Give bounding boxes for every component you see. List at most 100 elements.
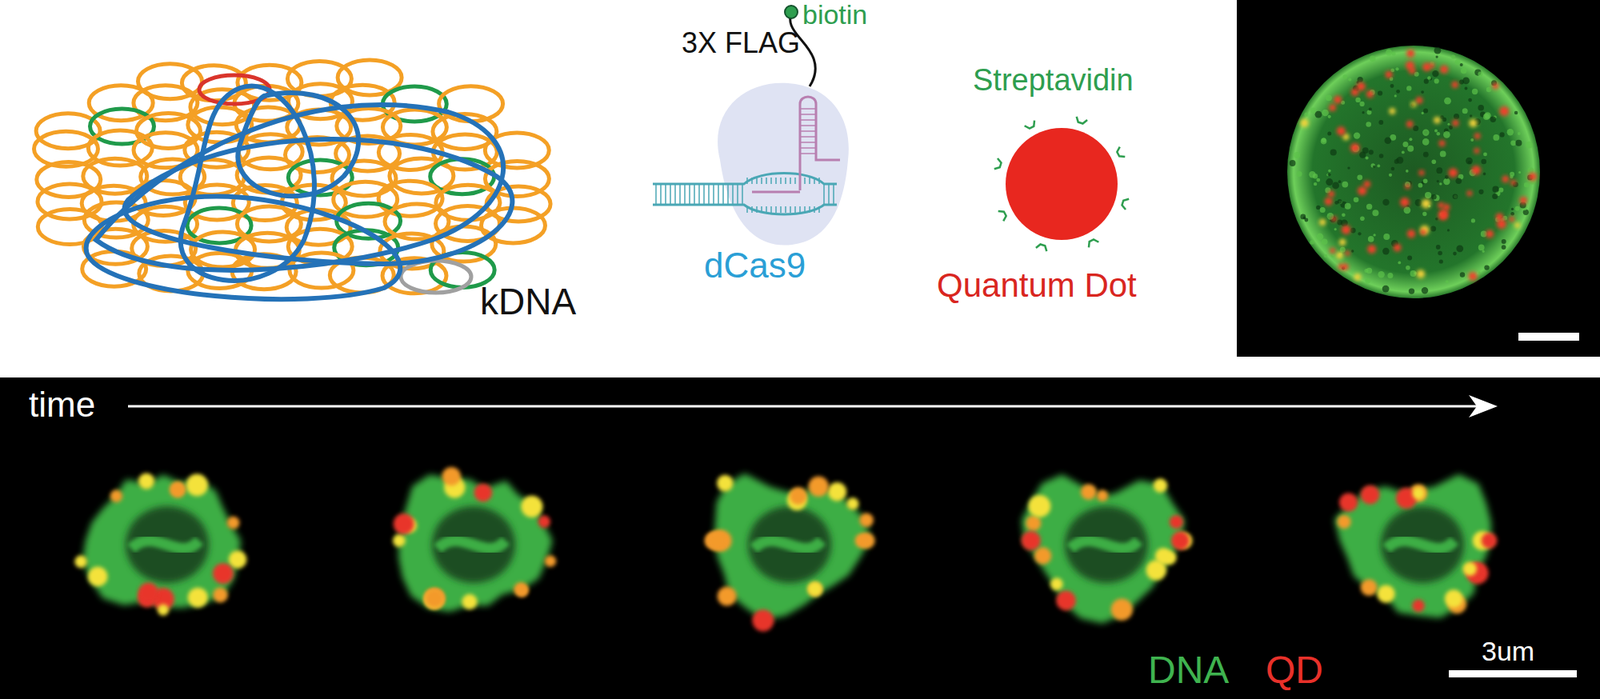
dna-rung <box>708 184 710 205</box>
streptavidin-mark <box>1120 197 1129 210</box>
dna-rung <box>804 177 806 184</box>
dna-speckle <box>1492 186 1499 193</box>
dna-speckle <box>1402 141 1408 148</box>
dna-rung <box>789 206 792 213</box>
dna-rung <box>808 177 811 184</box>
dna-speckle <box>1451 54 1456 59</box>
qd-spot <box>138 473 155 490</box>
dna-speckle <box>1321 238 1328 245</box>
dna-rung <box>760 177 763 184</box>
cell-interior <box>748 506 832 584</box>
qd-spot <box>538 516 551 528</box>
qd-spot <box>1056 591 1076 612</box>
dna-speckle <box>1341 181 1348 188</box>
dna-speckle <box>1447 123 1450 126</box>
maxicircle-loop <box>237 92 359 196</box>
dna-rung <box>717 184 720 205</box>
dna-speckle <box>1462 108 1468 114</box>
dna-speckle <box>1456 178 1463 185</box>
dna-speckle <box>1394 94 1397 97</box>
qd-spot <box>1439 140 1446 147</box>
dna-speckle <box>1447 228 1450 232</box>
dna-speckle <box>1376 164 1380 168</box>
dna-speckle <box>1460 63 1464 67</box>
dna-speckle <box>1518 171 1521 174</box>
dna-speckle <box>1453 113 1460 120</box>
dna-speckle <box>1391 167 1396 172</box>
dna-speckle <box>1368 107 1372 111</box>
dna-speckle <box>1472 88 1478 95</box>
timelapse-panel <box>0 377 1600 699</box>
time-arrow <box>128 405 1480 408</box>
figure-label: Streptavidin <box>972 64 1134 98</box>
dna-speckle <box>1344 203 1352 210</box>
dna-rung <box>804 206 806 213</box>
dna-speckle <box>1431 194 1437 200</box>
dna-rung <box>669 184 672 205</box>
dna-rung <box>756 177 758 184</box>
dna-speckle <box>1435 217 1439 221</box>
dna-speckle <box>1304 218 1309 223</box>
qd-spot <box>752 609 774 632</box>
dna-speckle <box>1397 261 1401 265</box>
qd-spot <box>1481 532 1498 549</box>
figure-label: kDNA <box>480 281 576 323</box>
figure-label: dCas9 <box>704 246 806 285</box>
qd-spot <box>1467 190 1473 196</box>
qd-spot <box>1328 104 1336 112</box>
dna-speckle <box>1372 233 1376 236</box>
dna-speckle <box>1309 240 1315 245</box>
dna-speckle <box>1382 199 1389 206</box>
qd-spot <box>716 475 734 492</box>
dna-speckle <box>1455 59 1461 65</box>
dna-speckle <box>1434 47 1442 55</box>
dna-speckle <box>1304 112 1308 117</box>
dna-speckle <box>1439 182 1442 185</box>
dna-speckle <box>1348 77 1352 81</box>
dna-speckle <box>1404 206 1412 214</box>
dna-speckle <box>1366 204 1372 210</box>
dna-speckle <box>1415 199 1423 207</box>
qd-spot <box>1360 485 1380 505</box>
dna-speckle <box>1498 187 1504 192</box>
cell-interior <box>432 506 516 584</box>
dna-strand <box>1070 540 1139 549</box>
qd-spot <box>1508 216 1515 223</box>
dna-speckle <box>1480 159 1487 165</box>
dna-rung <box>780 206 782 213</box>
dna-speckle <box>1320 138 1328 145</box>
qd-spot <box>520 496 543 518</box>
dna-rung <box>741 184 744 205</box>
dna-speckle <box>1387 272 1393 279</box>
dna-speckle <box>1296 171 1303 177</box>
figure-label: 3um <box>1481 636 1535 667</box>
qd-spot <box>1169 515 1184 529</box>
qd-spot <box>1300 119 1308 128</box>
dna-speckle <box>1313 182 1317 186</box>
cell-body <box>1287 45 1540 299</box>
dna-speckle <box>1478 244 1485 252</box>
dna-speckle <box>1478 271 1481 274</box>
dna-speckle <box>1525 141 1533 149</box>
qd-spot <box>1324 197 1333 206</box>
dna-speckle <box>1359 151 1366 158</box>
qd-spot <box>513 582 528 597</box>
dna-speckle <box>1448 125 1453 130</box>
dna-speckle <box>1432 70 1439 77</box>
dna-strand <box>652 173 837 185</box>
dna-rung <box>751 206 753 213</box>
streptavidin-mark <box>1115 147 1125 160</box>
dna-speckle <box>1407 256 1412 261</box>
dna-rung <box>760 206 763 213</box>
dna-speckle <box>1424 192 1432 199</box>
qd-spot <box>74 555 88 568</box>
dna-speckle <box>1315 111 1323 119</box>
dna-speckle <box>1418 183 1424 188</box>
dna-speckle <box>1316 178 1320 183</box>
dna-rung <box>818 206 820 213</box>
dna-speckle <box>1510 212 1515 216</box>
dna-rung <box>784 177 787 184</box>
dna-speckle <box>1452 193 1459 200</box>
qd-spot <box>1471 165 1481 176</box>
qd-spot <box>1407 229 1416 238</box>
